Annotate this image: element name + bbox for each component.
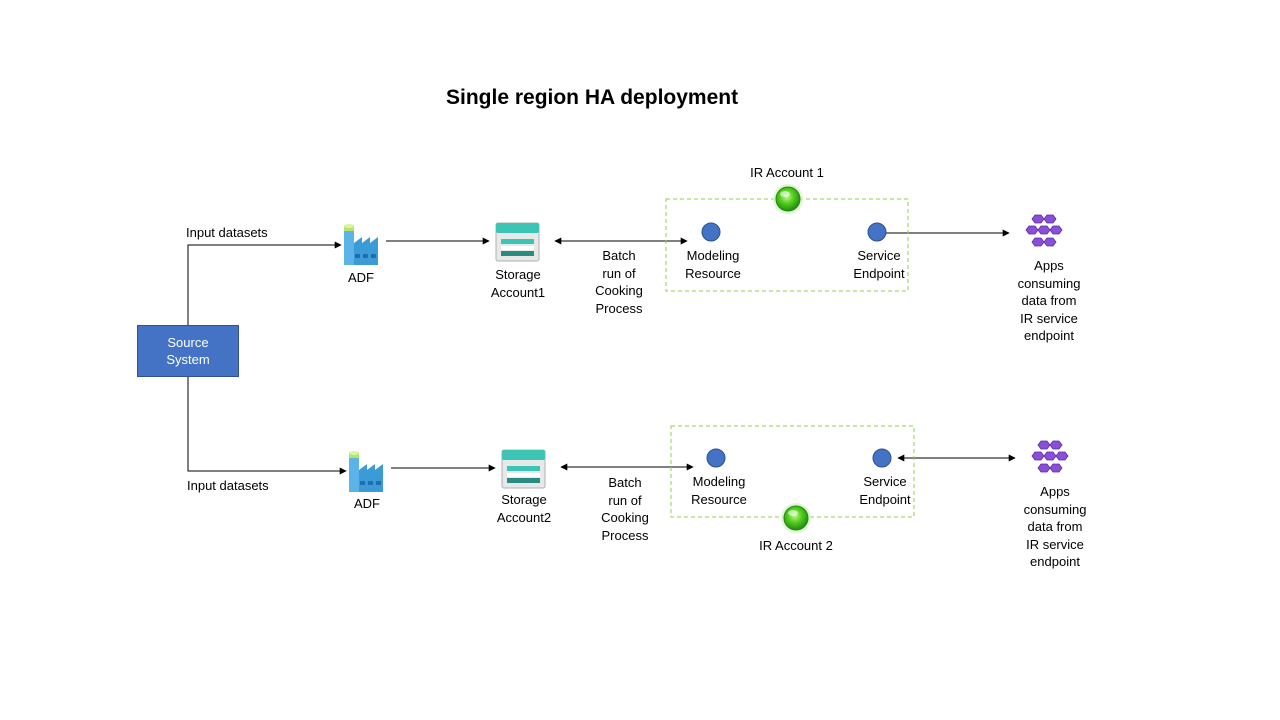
service-endpoint-2-label: Service Endpoint	[859, 474, 911, 507]
adf-1-label: ADF	[348, 270, 374, 285]
storage-account-2-icon	[501, 449, 546, 489]
input-datasets-2-label: Input datasets	[187, 478, 269, 493]
modeling-resource-1-dot	[701, 222, 721, 242]
ir-account-2-status-icon	[781, 503, 811, 533]
batch-process-2-label: Batch run of Cooking Process	[601, 475, 649, 543]
source-to-adf1-connector	[187, 241, 342, 325]
service-endpoint-1-label: Service Endpoint	[853, 248, 905, 281]
ir-account-2-label: IR Account 2	[759, 538, 833, 553]
ir-account-1-label: IR Account 1	[750, 165, 824, 180]
source-system-box: Source System	[137, 325, 239, 377]
storage-account-1-icon	[495, 222, 540, 262]
apps-2-label: Apps consuming data from IR service endp…	[1023, 484, 1087, 569]
apps-2-cluster-icon	[1031, 440, 1069, 473]
apps-1-cluster-icon	[1025, 214, 1063, 247]
modeling-resource-1-label: Modeling Resource	[685, 248, 741, 281]
batch-process-1-label: Batch run of Cooking Process	[595, 248, 643, 316]
adf-2-label: ADF	[354, 496, 380, 511]
adf-2-factory-icon	[349, 451, 383, 492]
apps-1-label: Apps consuming data from IR service endp…	[1017, 258, 1081, 343]
input-datasets-1-label: Input datasets	[186, 225, 268, 240]
storage-account-2-label: Storage Account2	[496, 492, 552, 525]
service-endpoint-1-dot	[867, 222, 887, 242]
source-to-adf2-connector	[187, 375, 347, 475]
modeling-resource-2-label: Modeling Resource	[691, 474, 747, 507]
modeling-resource-2-dot	[706, 448, 726, 468]
ir-account-1-status-icon	[773, 184, 803, 214]
storage-account-1-label: Storage Account1	[490, 267, 546, 300]
adf-1-factory-icon	[344, 224, 378, 265]
service-endpoint-2-dot	[872, 448, 892, 468]
diagram-title: Single region HA deployment	[446, 86, 739, 109]
